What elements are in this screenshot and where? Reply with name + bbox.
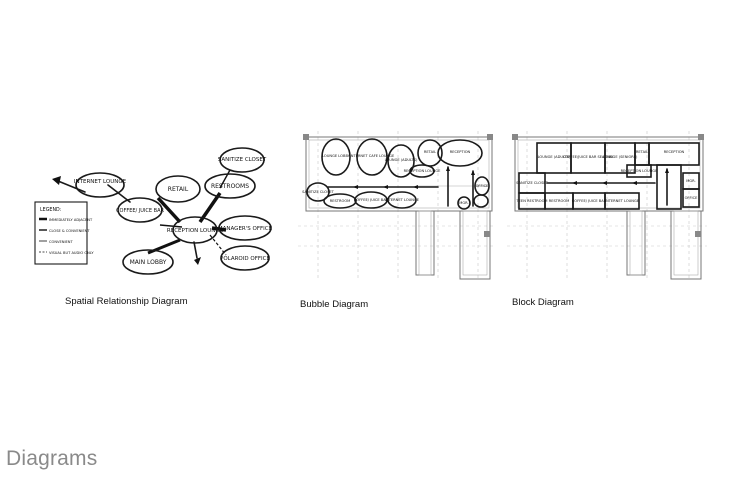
svg-text:RESTROOM: RESTROOM: [330, 199, 351, 203]
svg-text:MGR.: MGR.: [459, 201, 468, 205]
svg-text:MAIN LOBBY: MAIN LOBBY: [130, 259, 167, 266]
bubble-reception-lounge: RECEPTION LOUNGE: [167, 216, 224, 244]
floorplan-base: [507, 131, 707, 281]
bubble-zones: [306, 138, 490, 210]
svg-text:OFFICE: OFFICE: [685, 196, 699, 200]
bubble-main-lobby: MAIN LOBBY: [122, 249, 174, 275]
legend: LEGEND: IMMEDIATELY ADJACENT CLOSE & CON…: [34, 201, 94, 265]
svg-text:TEEN RESTROOM: TEEN RESTROOM: [515, 199, 547, 203]
bubble-managers-office: MANAGER'S OFFICE: [218, 215, 273, 241]
svg-text:MGR.: MGR.: [686, 179, 695, 183]
svg-text:INTERNET LOUNGE: INTERNET LOUNGE: [385, 198, 420, 202]
caption-block-diagram: Block Diagram: [512, 297, 574, 308]
svg-text:CONVENIENT: CONVENIENT: [49, 240, 73, 244]
caption-bubble-diagram: Bubble Diagram: [300, 299, 369, 310]
svg-text:RETAIL: RETAIL: [424, 150, 436, 154]
svg-text:LOUNGE (ADULTS): LOUNGE (ADULTS): [538, 155, 571, 159]
svg-text:COFFEE/ JUICE BAR: COFFEE/ JUICE BAR: [572, 199, 607, 203]
svg-text:VISUAL BUT AUDIO ONLY: VISUAL BUT AUDIO ONLY: [49, 251, 94, 255]
svg-text:LOUNGE (ADULTS): LOUNGE (ADULTS): [385, 158, 418, 162]
bubble-internet-lounge: INTERNET LOUNGE: [74, 172, 127, 198]
spatial-relationship-diagram: INTERNET LOUNGE RETAIL SANITIZE CLOSET R…: [34, 147, 273, 275]
page-title: Diagrams: [6, 447, 98, 470]
svg-text:INTERNET LOUNGE: INTERNET LOUNGE: [605, 199, 640, 203]
svg-text:COFFEE/ JUICE BAR: COFFEE/ JUICE BAR: [354, 198, 389, 202]
block-diagram: LOUNGE (ADULTS) COFFEE/JUICE BAR SEATING…: [507, 131, 707, 281]
bubble-diagram: LOUNGE LOBBY INTERNET CAFE LOUNGE LOUNGE…: [298, 131, 496, 281]
svg-text:OFFICE: OFFICE: [476, 184, 490, 188]
bubble-polaroid-office: POLAROID OFFICE: [220, 245, 270, 271]
svg-text:INTERNET CAFE LOUNGE: INTERNET CAFE LOUNGE: [350, 154, 395, 158]
svg-text:LOUNGE (SENIORS): LOUNGE (SENIORS): [603, 155, 639, 159]
svg-text:CLOSE & CONVENIENT: CLOSE & CONVENIENT: [49, 229, 90, 233]
circulation-arrows: [327, 166, 475, 207]
svg-text:INTERNET LOUNGE: INTERNET LOUNGE: [74, 179, 127, 185]
svg-text:LEGEND:: LEGEND:: [40, 207, 62, 213]
svg-text:RESTROOMS: RESTROOMS: [211, 183, 249, 190]
svg-text:RECEPTION: RECEPTION: [450, 150, 471, 154]
bubble-labels: LOUNGE LOBBY INTERNET CAFE LOUNGE LOUNGE…: [302, 150, 489, 205]
svg-text:POLAROID OFFICE: POLAROID OFFICE: [220, 256, 270, 262]
svg-text:COFFEE/ JUICE BAR: COFFEE/ JUICE BAR: [116, 208, 164, 214]
block-zones: [518, 142, 700, 210]
svg-text:COFFEE/JUICE BAR SEATING: COFFEE/JUICE BAR SEATING: [563, 155, 613, 159]
svg-text:RECEPTION LOUNGE: RECEPTION LOUNGE: [167, 228, 224, 234]
svg-text:RETAIL: RETAIL: [636, 150, 648, 154]
svg-text:SANITIZE CLOSET: SANITIZE CLOSET: [302, 190, 334, 194]
svg-text:IMMEDIATELY ADJACENT: IMMEDIATELY ADJACENT: [49, 218, 93, 222]
svg-text:SANITIZE CLOSET: SANITIZE CLOSET: [218, 157, 267, 163]
svg-text:LOUNGE LOBBY: LOUNGE LOBBY: [322, 154, 351, 158]
block-labels: LOUNGE (ADULTS) COFFEE/JUICE BAR SEATING…: [515, 150, 698, 203]
bubble-restrooms: RESTROOMS: [204, 173, 256, 199]
svg-text:SANITIZE CLOSET: SANITIZE CLOSET: [516, 181, 548, 185]
caption-spatial-relationship: Spatial Relationship Diagram: [65, 296, 188, 307]
svg-text:RECEPTION: RECEPTION: [664, 150, 685, 154]
svg-text:MANAGER'S OFFICE: MANAGER'S OFFICE: [218, 226, 273, 232]
bubble-coffee-juice-bar: COFFEE/ JUICE BAR: [116, 197, 164, 223]
bubble-sanitize-closet: SANITIZE CLOSET: [218, 147, 267, 173]
svg-text:RESTROOM: RESTROOM: [549, 199, 570, 203]
svg-text:RETAIL: RETAIL: [168, 186, 189, 193]
circulation-arrows: [546, 168, 669, 206]
svg-text:RECEPTION LOUNGE: RECEPTION LOUNGE: [621, 169, 658, 173]
svg-text:RECEPTION LOUNGE: RECEPTION LOUNGE: [404, 169, 441, 173]
bubble-retail: RETAIL: [155, 175, 201, 203]
